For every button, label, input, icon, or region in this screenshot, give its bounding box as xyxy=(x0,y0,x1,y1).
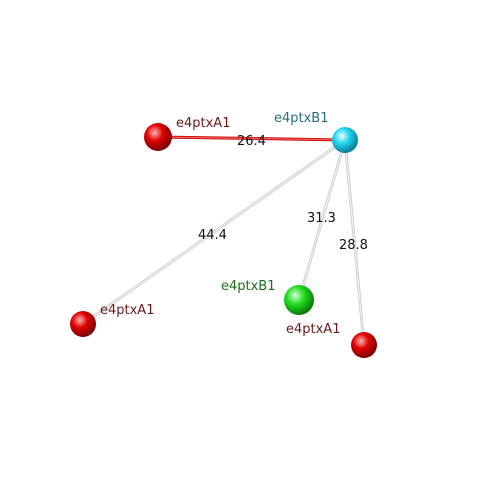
edge-highlight xyxy=(298,139,346,301)
atom-node-green xyxy=(284,285,314,315)
edge-label: 28.8 xyxy=(339,238,368,253)
edge-label: 31.3 xyxy=(307,211,336,226)
edge-label: 44.4 xyxy=(198,228,227,243)
edge-highlight xyxy=(344,139,365,346)
node-label: e4ptxA1 xyxy=(176,116,230,131)
edge-highlight xyxy=(157,136,346,141)
node-label: e4ptxB1 xyxy=(221,279,276,294)
nodes-layer xyxy=(70,123,377,358)
atom-node-red xyxy=(351,332,377,358)
edges-layer xyxy=(81,135,366,347)
node-label: e4ptxA1 xyxy=(286,322,340,337)
edge-label: 26.4 xyxy=(237,134,266,149)
edge-highlight xyxy=(82,139,346,325)
atom-node-cyan xyxy=(332,127,358,153)
node-label: e4ptxA1 xyxy=(100,303,154,318)
atom-node-red xyxy=(70,311,96,337)
labels-layer: 26.4 44.4 31.328.8 e4ptxB1 e4ptxA1 e4ptxA1 e4p… xyxy=(100,111,368,337)
atom-node-red xyxy=(144,123,172,151)
node-label: e4ptxB1 xyxy=(274,111,329,126)
